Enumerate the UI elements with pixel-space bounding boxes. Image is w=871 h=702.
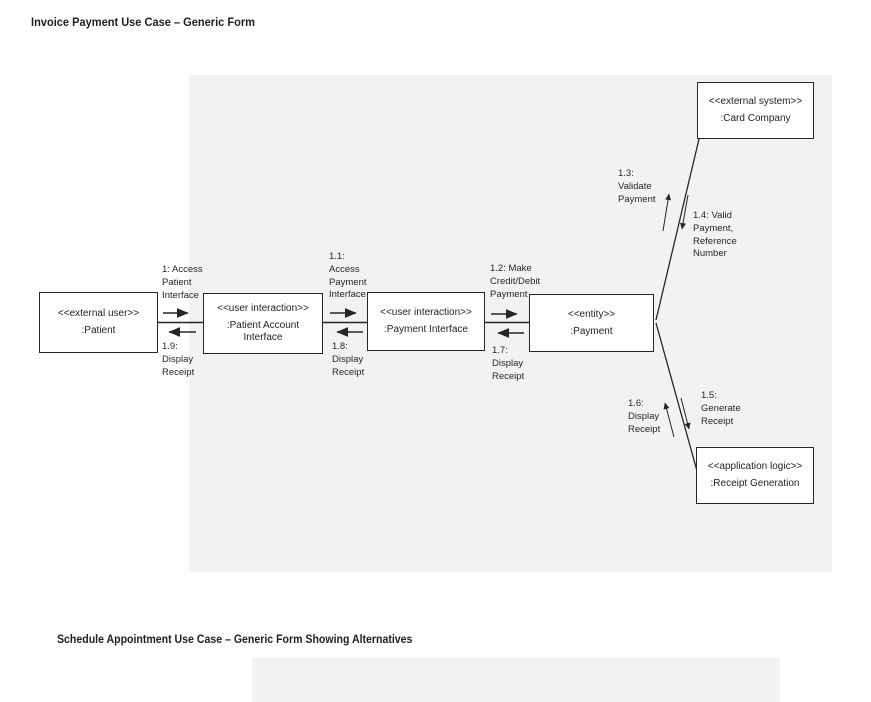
section-title-schedule-appointment: Schedule Appointment Use Case – Generic … bbox=[57, 632, 413, 646]
message-label-1-access-patient-interface: 1: Access Patient Interface bbox=[162, 264, 203, 301]
node-name: :Payment bbox=[570, 325, 613, 337]
node-card-company: <<external system>> :Card Company bbox=[697, 82, 814, 139]
node-name: :Patient bbox=[81, 325, 116, 336]
node-patient: <<external user>> :Patient bbox=[39, 292, 158, 353]
node-stereotype: <<user interaction>> bbox=[380, 307, 472, 318]
node-patient-account-interface: <<user interaction>> :Patient Account In… bbox=[203, 293, 323, 354]
message-label-1-9-display-receipt: 1.9: Display Receipt bbox=[162, 341, 195, 378]
message-label-1-8-display-receipt: 1.8: Display Receipt bbox=[332, 341, 365, 378]
message-label-1-3-validate-payment: 1.3: Validate Payment bbox=[618, 168, 656, 205]
node-stereotype: <<external system>> bbox=[708, 96, 803, 107]
message-label-1-5-generate-receipt: 1.5: Generate Receipt bbox=[701, 390, 741, 427]
node-name: :Card Company bbox=[720, 113, 791, 124]
message-label-1-7-display-receipt: 1.7: Display Receipt bbox=[492, 345, 525, 382]
node-payment-entity: <<entity>> :Payment bbox=[529, 294, 654, 352]
message-label-1-1-access-payment-interface: 1.1: Access Payment Interface bbox=[329, 251, 367, 301]
node-stereotype: <<application logic>> bbox=[707, 461, 803, 472]
node-stereotype: <<entity>> bbox=[567, 308, 616, 320]
section-title-invoice-payment: Invoice Payment Use Case – Generic Form bbox=[31, 15, 255, 29]
node-payment-interface: <<user interaction>> :Payment Interface bbox=[367, 292, 485, 351]
node-receipt-generation: <<application logic>> :Receipt Generatio… bbox=[696, 447, 814, 504]
node-name: :Patient Account Interface bbox=[226, 320, 300, 343]
node-stereotype: <<user interaction>> bbox=[217, 303, 309, 314]
message-label-1-4-valid-payment-reference-number: 1.4: Valid Payment, Reference Number bbox=[693, 210, 737, 260]
node-stereotype: <<external user>> bbox=[57, 308, 140, 319]
message-label-1-6-display-receipt: 1.6: Display Receipt bbox=[628, 398, 661, 435]
message-label-1-2-make-credit-debit-payment: 1.2: Make Credit/Debit Payment bbox=[490, 263, 541, 300]
node-name: :Payment Interface bbox=[384, 324, 468, 335]
node-name: :Receipt Generation bbox=[710, 478, 800, 489]
schedule-appointment-diagram-canvas bbox=[252, 658, 780, 702]
